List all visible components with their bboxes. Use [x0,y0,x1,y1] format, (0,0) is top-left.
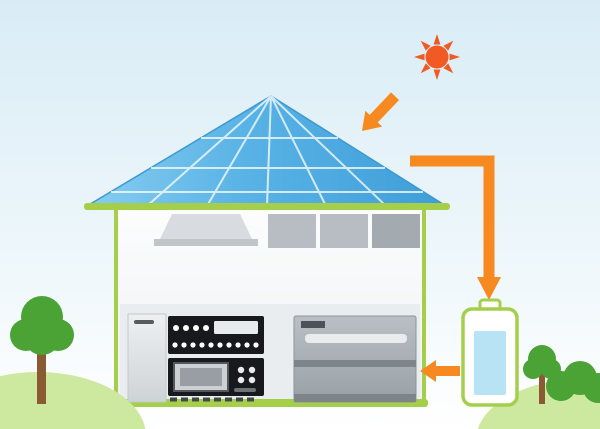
left-tree-canopy [10,296,74,355]
base-vents [170,397,254,402]
arrow-sun-to-roof [362,92,400,131]
dishwasher-control [301,321,325,328]
kitchen-appliance-unit [127,313,264,403]
oven-window-inner [180,368,222,386]
oven-buttons [237,366,256,384]
right-tree-canopy [523,345,561,379]
dishwasher-unit [293,315,417,403]
sun-icon [414,34,460,80]
right-tree-trunk [539,372,545,404]
upper-floor-windows [154,214,420,248]
console-display [214,321,258,334]
window-pane [320,214,368,248]
dishwasher-base [294,394,416,402]
range-hood [160,214,252,239]
oven-bar [234,388,256,392]
window-pane [268,214,316,248]
roof-eave [84,203,450,210]
dishwasher-body [293,315,417,403]
cabinet-panel [127,313,167,403]
range-hood-band [154,239,258,246]
solar-panel-grid [111,95,423,207]
cabinet-handle [134,320,154,324]
right-tree [523,345,561,404]
window-pane [372,214,420,248]
battery-charge-level [474,331,506,395]
arrow-battery-to-appliances [420,360,460,382]
left-tree-trunk [37,350,46,404]
dishwasher-handle [294,360,416,367]
dishwasher-slot [305,334,407,343]
solar-panel-roof [84,95,449,207]
left-tree [10,296,74,404]
storage-battery [461,298,519,407]
arrow-roof-to-battery [410,155,501,300]
console-knobs [172,325,259,348]
left-mound [0,372,146,429]
